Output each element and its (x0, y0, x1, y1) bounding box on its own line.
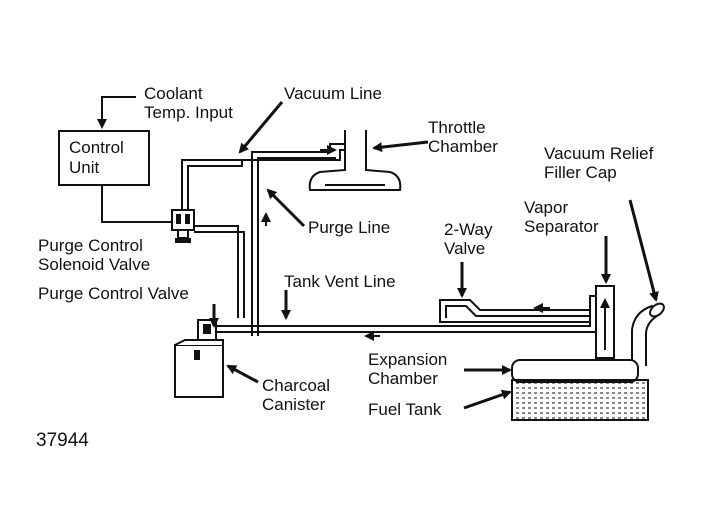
coolant-label-line1: Coolant (144, 84, 203, 103)
two-way-label-line2: Valve (444, 239, 486, 258)
fuel-tank (511, 379, 649, 421)
purge-line-pointer (266, 188, 306, 228)
purge-control-solenoid-label: Purge Control Solenoid Valve (38, 236, 150, 274)
control-unit-box: Control Unit (58, 130, 150, 186)
vapor-separator (595, 285, 615, 359)
two-way-valve-label: 2-Way Valve (444, 220, 493, 258)
fuel-tank-label: Fuel Tank (368, 400, 442, 419)
vapor-separator-label-line2: Separator (524, 217, 599, 236)
expansion-chamber (511, 359, 639, 383)
solenoid-to-canister-line-2 (194, 231, 245, 318)
throttle-label-line2: Chamber (428, 137, 498, 156)
expansion-label-line2: Chamber (368, 369, 438, 388)
expansion-label-line1: Expansion (368, 350, 448, 369)
throttle-chamber-pointer (372, 140, 429, 153)
coolant-input-arrow (97, 96, 136, 129)
control-unit-label-line1: Control (69, 138, 124, 157)
control-unit-wire (101, 184, 172, 223)
charcoal-canister-label: Charcoal Canister (262, 376, 330, 414)
purge-control-valve-label: Purge Control Valve (38, 284, 189, 303)
charcoal-label-line1: Charcoal (262, 376, 331, 395)
vacuum-relief-label-line1: Vacuum Relief (544, 144, 654, 163)
charcoal-canister-pointer (226, 364, 259, 384)
purge-solenoid-label-line2: Solenoid Valve (38, 255, 151, 274)
coolant-label-line2: Temp. Input (144, 103, 233, 122)
figure-number: 37944 (36, 430, 89, 451)
tank-vent-line (215, 295, 603, 330)
vacuum-line-inner (187, 160, 243, 210)
expansion-chamber-label: Expansion Chamber (368, 350, 447, 388)
charcoal-canister (174, 319, 224, 398)
charcoal-label-line2: Canister (262, 395, 326, 414)
vapor-separator-label: Vapor Separator (524, 198, 599, 236)
filler-neck (631, 302, 665, 366)
control-unit-label: Control Unit (60, 132, 148, 178)
vacuum-line-label: Vacuum Line (284, 84, 382, 103)
vacuum-line-pointer (238, 101, 284, 154)
vacuum-relief-pointer (628, 199, 659, 302)
purge-line-label: Purge Line (308, 218, 391, 237)
purge-line-2 (257, 157, 336, 336)
two-way-valve (439, 299, 590, 323)
throttle-label-line1: Throttle (428, 118, 486, 137)
two-way-label-line1: 2-Way (444, 220, 493, 239)
purge-control-solenoid-valve (171, 209, 195, 243)
throttle-chamber (308, 130, 402, 191)
throttle-chamber-label: Throttle Chamber (428, 118, 498, 156)
purge-solenoid-label-line1: Purge Control (38, 236, 143, 255)
control-unit-label-line2: Unit (69, 158, 100, 177)
tank-vent-line-label: Tank Vent Line (284, 272, 396, 291)
coolant-temp-input-label: Coolant Temp. Input (144, 84, 233, 122)
solenoid-to-canister-line (194, 225, 239, 318)
fuel-tank-pointer (463, 389, 512, 410)
vacuum-relief-filler-cap-label: Vacuum Relief Filler Cap (544, 144, 653, 182)
vapor-separator-label-line1: Vapor (524, 198, 569, 217)
vacuum-relief-label-line2: Filler Cap (544, 163, 617, 182)
